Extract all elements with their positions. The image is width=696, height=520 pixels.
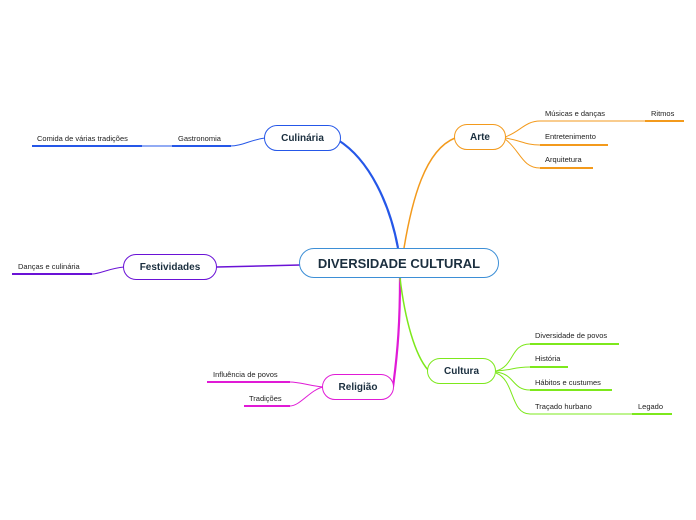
leaf-arquitetura-label: Arquitetura — [545, 155, 582, 164]
link-cultura-tracado — [495, 372, 531, 415]
leaf-comida-tradicoes[interactable]: Comida de várias tradições — [37, 134, 128, 143]
leaf-musicas-dancas[interactable]: Músicas e danças — [545, 109, 605, 118]
central-topic[interactable]: DIVERSIDADE CULTURAL — [299, 248, 499, 278]
branch-arte[interactable]: Arte — [454, 124, 506, 150]
leaf-dancas-culinaria-label: Danças e culinária — [18, 262, 80, 271]
link-arte-arquitetura — [504, 138, 541, 169]
branch-religiao[interactable]: Religião — [322, 374, 394, 400]
link-central-religiao — [391, 277, 402, 388]
link-central-arte — [403, 137, 456, 249]
link-festividades-dancas — [91, 266, 125, 275]
link-cultura-habitos — [495, 371, 531, 391]
link-central-festividades — [216, 264, 301, 268]
link-central-culinaria — [337, 139, 400, 249]
leaf-gastronomia[interactable]: Gastronomia — [178, 134, 221, 143]
leaf-comida-tradicoes-label: Comida de várias tradições — [37, 134, 128, 143]
leaf-ritmos-label: Ritmos — [651, 109, 675, 118]
leaf-musicas-dancas-label: Músicas e danças — [545, 109, 606, 118]
leaf-legado[interactable]: Legado — [638, 402, 663, 411]
leaf-tradicoes-label: Tradições — [249, 394, 282, 403]
leaf-historia-label: História — [535, 354, 561, 363]
link-culinaria-gastronomia — [229, 137, 266, 147]
leaf-habitos-custumes-label: Hábitos e custumes — [535, 378, 601, 387]
leaf-arquitetura[interactable]: Arquitetura — [545, 155, 582, 164]
link-central-cultura — [399, 277, 429, 371]
leaf-historia[interactable]: História — [535, 354, 560, 363]
link-religiao-influencia — [289, 381, 324, 388]
leaf-tracado-hurbano[interactable]: Traçado hurbano — [535, 402, 592, 411]
link-cultura-historia — [495, 366, 531, 372]
link-arte-musicas — [504, 120, 541, 138]
branch-cultura[interactable]: Cultura — [427, 358, 496, 384]
branch-festividades-label: Festividades — [139, 261, 201, 273]
branch-culinaria-label: Culinária — [281, 132, 324, 144]
leaf-influencia-povos-label: Influência de povos — [213, 370, 278, 379]
link-cultura-diversidade — [495, 343, 531, 372]
leaf-entretenimento-label: Entretenimento — [545, 132, 596, 141]
link-arte-entretenimento — [504, 137, 541, 146]
central-topic-label: DIVERSIDADE CULTURAL — [317, 255, 481, 271]
leaf-entretenimento[interactable]: Entretenimento — [545, 132, 596, 141]
leaf-diversidade-povos-label: Diversidade de povos — [535, 331, 608, 340]
link-religiao-tradicoes — [289, 386, 324, 407]
leaf-gastronomia-label: Gastronomia — [178, 134, 221, 143]
leaf-ritmos[interactable]: Ritmos — [651, 109, 674, 118]
branch-religiao-label: Religião — [338, 381, 378, 393]
branch-arte-label: Arte — [469, 131, 490, 143]
branch-culinaria[interactable]: Culinária — [264, 125, 341, 151]
leaf-dancas-culinaria[interactable]: Danças e culinária — [18, 262, 80, 271]
leaf-legado-label: Legado — [638, 402, 664, 411]
branch-cultura-label: Cultura — [444, 365, 479, 377]
leaf-tradicoes[interactable]: Tradições — [249, 394, 282, 403]
leaf-tracado-hurbano-label: Traçado hurbano — [535, 402, 592, 411]
leaf-diversidade-povos[interactable]: Diversidade de povos — [535, 331, 607, 340]
leaf-habitos-custumes[interactable]: Hábitos e custumes — [535, 378, 601, 387]
branch-festividades[interactable]: Festividades — [123, 254, 217, 280]
leaf-influencia-povos[interactable]: Influência de povos — [213, 370, 278, 379]
